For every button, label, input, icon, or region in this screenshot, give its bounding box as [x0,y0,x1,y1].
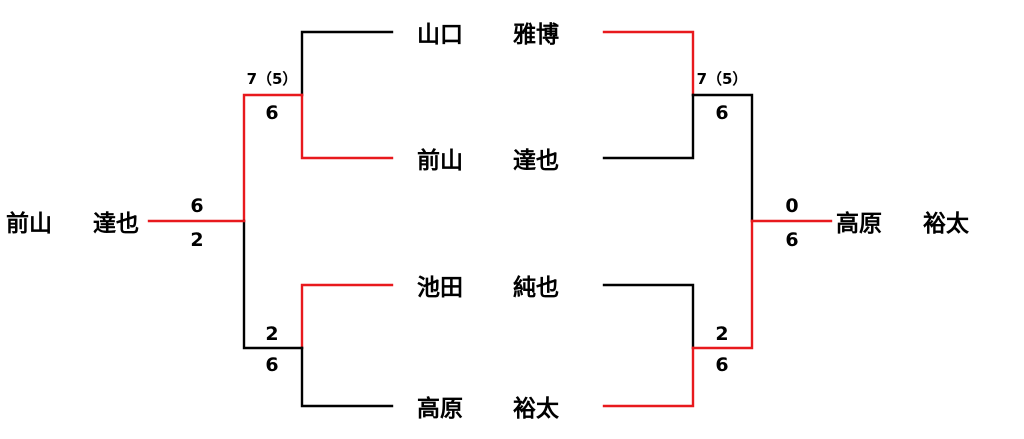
left-champion-given-name: 達也 [93,210,139,237]
player-family-name: 前山 [417,147,463,174]
right-final-bottom-score: 6 [785,229,798,251]
right-semi1-bottom-score: 6 [715,102,728,124]
right-semi2-bottom-score: 6 [715,354,728,376]
right-line-semi2-winner [691,219,754,350]
left-line-semi2-winner [242,219,304,350]
left-line-p3 [300,283,394,350]
player-given-name: 純也 [513,274,559,301]
player-family-name: 高原 [417,395,463,422]
right-semi1-top-score: 7（5） [697,70,748,88]
left-line-p4 [300,346,394,408]
right-line-p1 [602,30,695,97]
right-semi2-top-score: 2 [715,323,728,345]
left-final-bottom-score: 2 [190,229,203,251]
player-family-name: 山口 [417,22,463,48]
player-given-name: 達也 [513,147,559,174]
right-line-semi1-winner [691,93,754,223]
right-line-p3 [602,283,695,350]
left-semi2-top-score: 2 [265,323,278,345]
left-line-semi1-winner [242,93,304,223]
left-semi1-top-score: 7（5） [247,70,298,88]
right-line-p2 [602,93,695,160]
left-line-p2 [300,93,394,160]
player-given-name: 雅博 [513,21,559,48]
left-final-top-score: 6 [190,195,203,217]
player-given-name: 裕太 [513,395,560,422]
right-champion-family-name: 高原 [836,210,882,237]
player-family-name: 池田 [417,275,463,301]
left-semi2-bottom-score: 6 [265,354,278,376]
right-final-top-score: 0 [785,195,798,217]
right-line-p4 [602,346,695,408]
right-champion-given-name: 裕太 [923,210,970,237]
left-champion-family-name: 前山 [6,210,52,237]
left-semi1-bottom-score: 6 [265,102,278,124]
left-line-p1 [300,30,394,97]
